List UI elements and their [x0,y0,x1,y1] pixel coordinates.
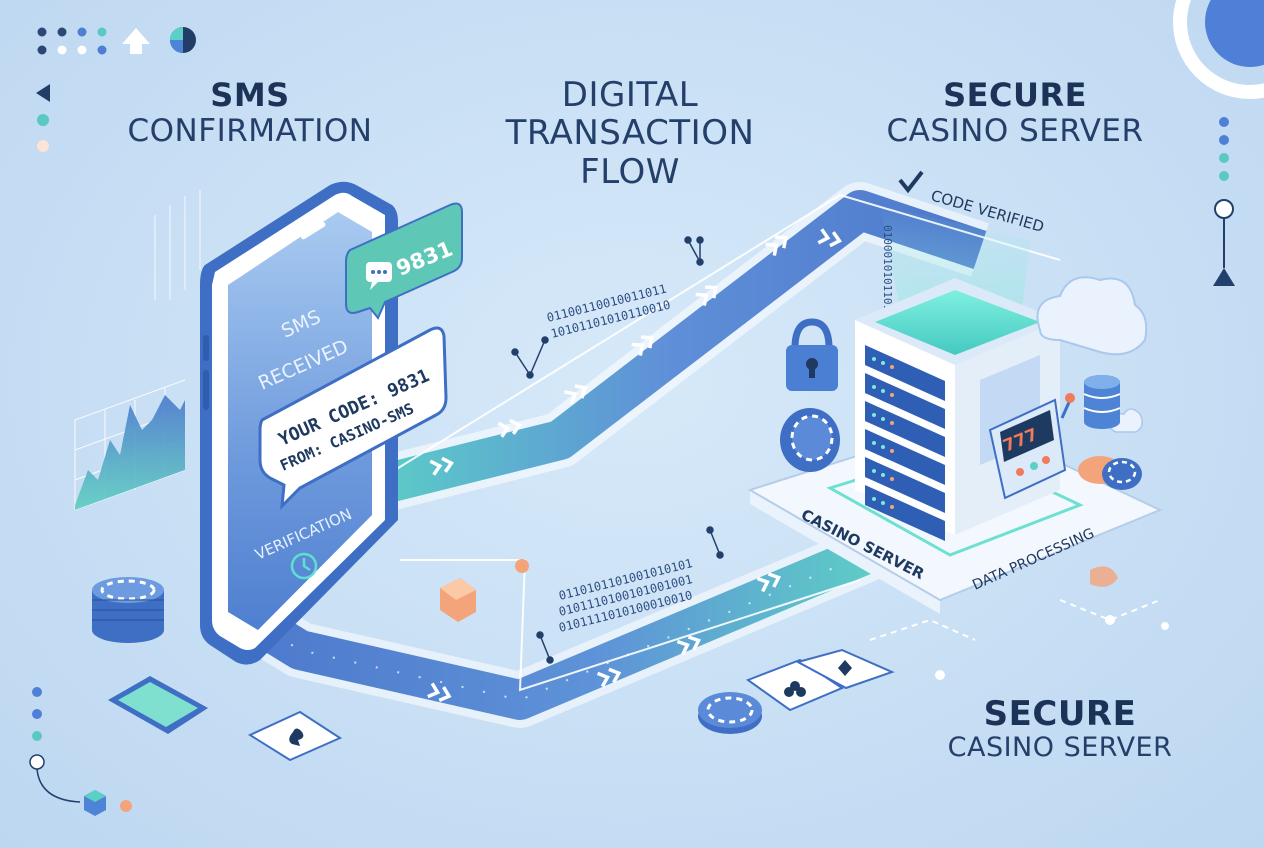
server-led [872,357,876,361]
server-led [890,505,894,509]
chevron-icon [438,686,452,702]
casino-server-tower [855,278,1060,541]
node-graph-decor [511,236,724,664]
server-led [890,421,894,425]
analytics-chart [74,190,201,511]
server-led [890,477,894,481]
chip-server-right [1078,456,1142,490]
chevron-icon [596,671,611,688]
server-led [881,473,885,477]
decor-top-left [36,27,196,152]
heading-secure-server-top: SECURE CASINO SERVER [870,76,1160,149]
server-led [881,361,885,365]
server-led [890,365,894,369]
chevron-icon [608,667,622,684]
chevron-icon [705,285,718,299]
chevron-icon [574,384,588,399]
server-led [872,413,876,417]
chevron-icon [676,639,690,656]
heading-secure-top-strong: SECURE [943,76,1087,114]
decor-bottom-left [29,687,132,816]
chevron-icon [509,418,522,435]
tablet-device [108,676,208,734]
server-led [881,445,885,449]
chip-stack-left [92,577,164,643]
server-rack-slot [865,401,945,457]
server-rack-slots [865,345,945,541]
server-led [872,497,876,501]
chip-server-left [780,408,840,472]
server-rack-slot [865,429,945,485]
heading-flow-line-3: FLOW [580,151,680,192]
database-icon [1083,375,1121,429]
binary-stream-upper: 01100110010011011 10101101010110010 [545,282,672,341]
server-led [881,501,885,505]
chevron-icon [641,335,654,349]
triangle-icon [36,84,50,102]
upper-path-chevrons [429,228,842,476]
leader-lines [869,599,1161,641]
sms-notification-badge: 9831 [345,202,463,320]
chevron-icon [829,231,842,248]
heading-sms-light: CONFIRMATION [127,112,373,149]
data-packet-box [440,559,529,622]
heading-flow-line-2: TRANSACTION [505,113,755,154]
playing-card-icon [247,710,343,762]
heading-flow-line-1: DIGITAL [561,75,699,115]
server-led [881,389,885,393]
chevron-icon [687,635,702,651]
server-rack-slot [865,345,945,401]
lower-path-chevrons [427,572,782,702]
clock-icon [290,552,318,580]
chevron-icon [631,342,645,356]
heading-secure-top-light: CASINO SERVER [886,112,1144,149]
heading-secure-server-bottom: SECURE CASINO SERVER [930,695,1190,763]
heading-secure-bottom-strong: SECURE [983,694,1137,734]
server-led [872,385,876,389]
heading-sms-strong: SMS [210,76,290,114]
decor-top-right [1173,0,1264,286]
chevron-icon [767,572,782,588]
heading-transaction-flow: DIGITAL TRANSACTION FLOW [495,75,765,192]
server-led [890,393,894,397]
chevron-icon [756,576,770,593]
chevron-icon [817,228,831,245]
heading-sms-confirmation: SMS CONFIRMATION [110,76,390,149]
chevron-icon [429,459,443,476]
server-rack-slot [865,457,945,513]
server-led [872,469,876,473]
chevron-icon [564,390,578,405]
server-rack-slot [865,485,945,541]
chevron-icon [441,456,454,473]
chevron-icon [497,421,511,438]
server-led [872,441,876,445]
chip-icon [698,692,762,734]
chat-icon [366,262,392,290]
heading-secure-bottom-light: CASINO SERVER [947,732,1173,764]
chevron-icon [695,292,709,306]
server-led [890,449,894,453]
server-led [881,417,885,421]
chevron-icon [765,242,779,256]
slot-machine-icon: 777 [988,393,1075,500]
checkmark-icon [898,170,924,194]
arrow-icon [122,28,150,54]
chevron-icon [775,235,788,249]
lock-icon [786,318,838,391]
chevron-icon [427,682,441,699]
playing-cards-bottom [745,648,895,712]
server-rack-slot [865,373,945,429]
